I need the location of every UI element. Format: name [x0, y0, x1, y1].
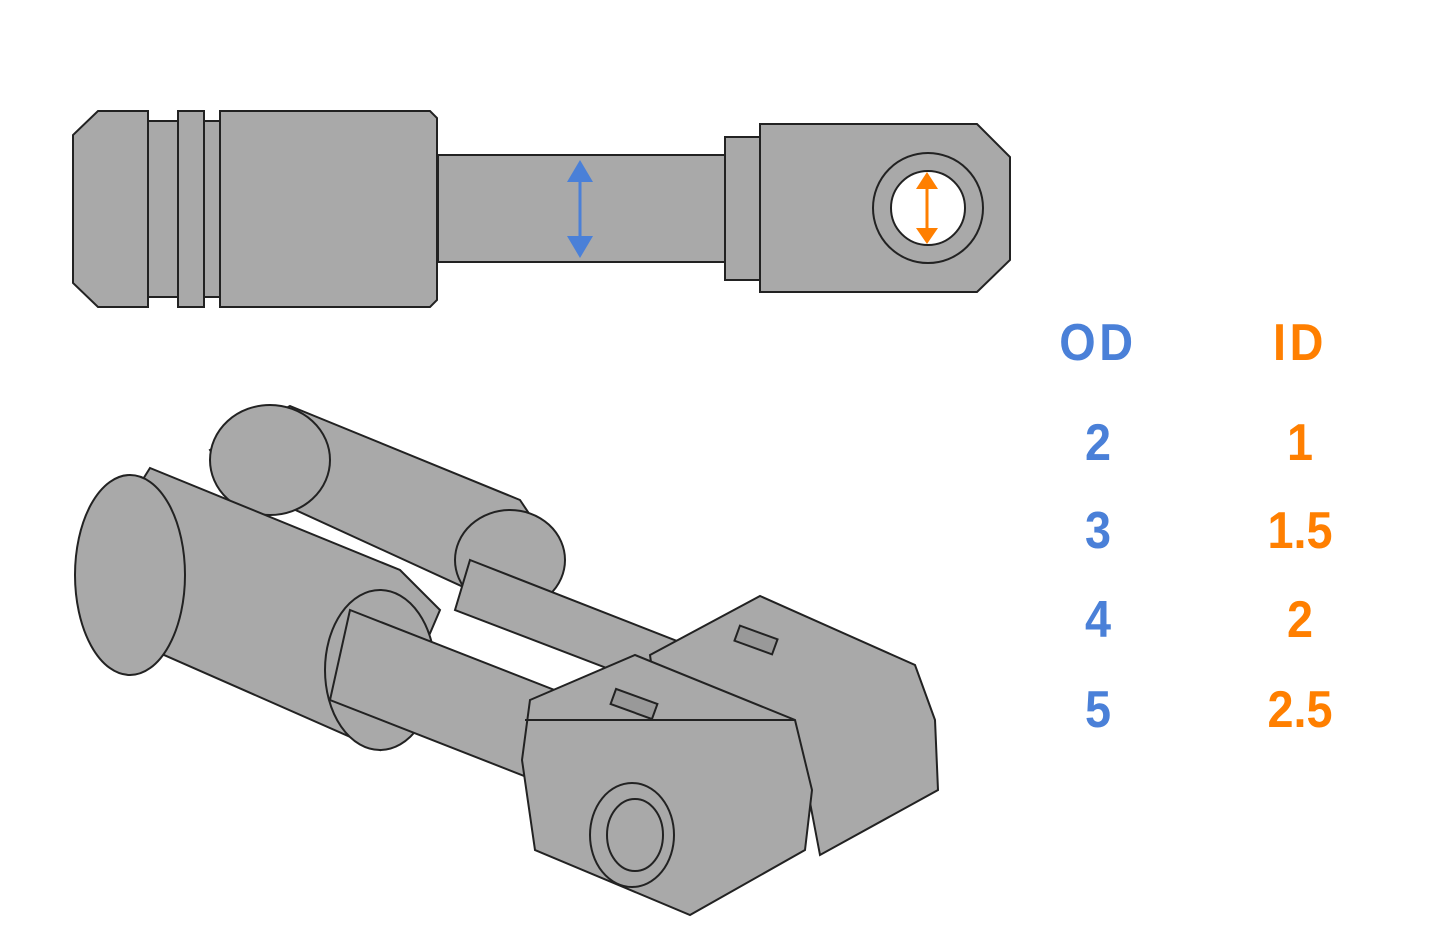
id-value: 2.5	[1267, 681, 1333, 739]
od-header: OD	[1059, 314, 1137, 372]
od-arrow-icon	[567, 160, 593, 258]
od-value: 5	[1084, 681, 1112, 739]
cylinder-ring	[177, 110, 205, 308]
id-value: 2	[1286, 591, 1314, 649]
id-value: 1	[1286, 414, 1314, 472]
od-value: 2	[1084, 414, 1112, 472]
id-arrow-icon	[916, 172, 938, 244]
top-view	[72, 110, 1011, 308]
cylinder-body	[219, 110, 438, 308]
cylinder-end-cap	[72, 110, 149, 308]
od-value: 4	[1084, 591, 1112, 649]
id-value: 1.5	[1267, 502, 1333, 560]
cylinder-groove	[203, 120, 221, 298]
cylinder-groove	[147, 120, 179, 298]
rod-collar	[724, 136, 761, 281]
isometric-view	[74, 404, 940, 917]
od-value: 3	[1084, 502, 1112, 560]
id-header: ID	[1273, 314, 1327, 372]
